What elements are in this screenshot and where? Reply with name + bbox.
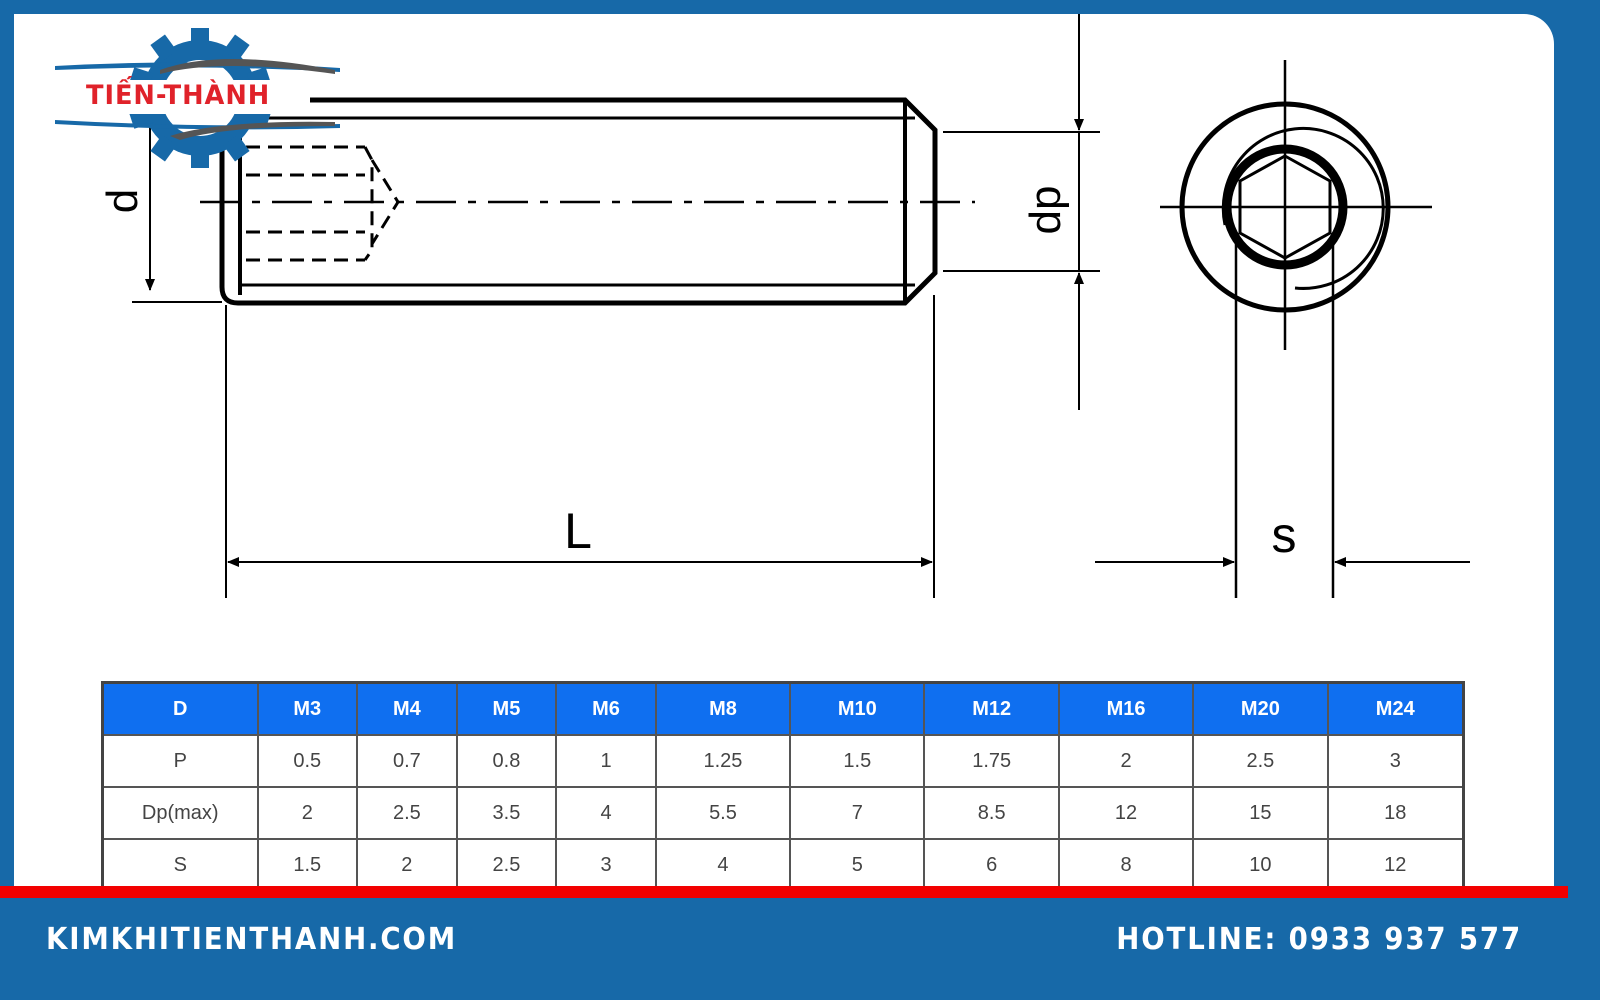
header-cell: D <box>101 681 259 736</box>
header-cell: M4 <box>356 681 458 736</box>
header-cell: M3 <box>256 681 359 736</box>
table-cell: 7 <box>789 786 926 840</box>
table-cell: 2 <box>256 786 359 840</box>
header-cell: M20 <box>1192 681 1329 736</box>
header-cell: M16 <box>1057 681 1195 736</box>
table-cell: 3 <box>555 838 657 893</box>
table-cell: 8 <box>1057 838 1195 893</box>
table-cell: 1.5 <box>256 838 359 893</box>
header-cell: M5 <box>455 681 558 736</box>
label-s: s <box>1272 507 1297 563</box>
table-cell: 5.5 <box>654 786 792 840</box>
header-cell: M8 <box>654 681 792 736</box>
label-dp: dp <box>1021 186 1070 235</box>
table-cell: 0.5 <box>256 734 359 788</box>
row-label: P <box>101 734 259 788</box>
table-cell: 2.5 <box>1192 734 1329 788</box>
table-cell: 0.8 <box>455 734 558 788</box>
table-cell: 12 <box>1326 838 1465 893</box>
table-cell: 3 <box>1326 734 1465 788</box>
table-cell: 2 <box>1057 734 1195 788</box>
label-d: d <box>98 189 147 213</box>
table-header-row: D M3 M4 M5 M6 M8 M10 M12 M16 M20 M24 <box>101 681 1465 736</box>
table-cell: 4 <box>654 838 792 893</box>
row-label: Dp(max) <box>101 786 259 840</box>
table-cell: 6 <box>923 838 1060 893</box>
hotline-text: HOTLINE: 0933 937 577 <box>1116 922 1522 957</box>
table-row: P 0.5 0.7 0.8 1 1.25 1.5 1.75 2 2.5 3 <box>101 734 1465 788</box>
label-L: L <box>564 503 592 559</box>
table-row: S 1.5 2 2.5 3 4 5 6 8 10 12 <box>101 838 1465 893</box>
table-cell: 2 <box>356 838 458 893</box>
website-link[interactable]: KIMKHITIENTHANH.COM <box>46 922 458 957</box>
table-cell: 15 <box>1192 786 1329 840</box>
row-label: S <box>101 838 259 893</box>
header-cell: M24 <box>1326 681 1465 736</box>
table-cell: 2.5 <box>356 786 458 840</box>
table-cell: 1.5 <box>789 734 926 788</box>
footer-bar: KIMKHITIENTHANH.COM HOTLINE: 0933 937 57… <box>0 898 1568 980</box>
table-cell: 8.5 <box>923 786 1060 840</box>
company-logo: TIẾN-THÀNH <box>50 28 350 168</box>
gear-icon <box>55 28 340 168</box>
spec-table: D M3 M4 M5 M6 M8 M10 M12 M16 M20 M24 P 0… <box>101 681 1465 893</box>
table-cell: 1.75 <box>923 734 1060 788</box>
table-cell: 2.5 <box>455 838 558 893</box>
table-cell: 1.25 <box>654 734 792 788</box>
technical-drawing: d dp L s <box>98 14 1470 598</box>
table-cell: 4 <box>555 786 657 840</box>
table-row: Dp(max) 2 2.5 3.5 4 5.5 7 8.5 12 15 18 <box>101 786 1465 840</box>
header-cell: M10 <box>789 681 926 736</box>
header-cell: M12 <box>923 681 1060 736</box>
red-divider-stripe <box>0 886 1568 898</box>
table-cell: 18 <box>1326 786 1465 840</box>
brand-name: TIẾN-THÀNH <box>86 80 271 111</box>
table-cell: 10 <box>1192 838 1329 893</box>
table-cell: 1 <box>555 734 657 788</box>
table-cell: 0.7 <box>356 734 458 788</box>
table-cell: 12 <box>1057 786 1195 840</box>
table-cell: 3.5 <box>455 786 558 840</box>
table-cell: 5 <box>789 838 926 893</box>
header-cell: M6 <box>555 681 657 736</box>
